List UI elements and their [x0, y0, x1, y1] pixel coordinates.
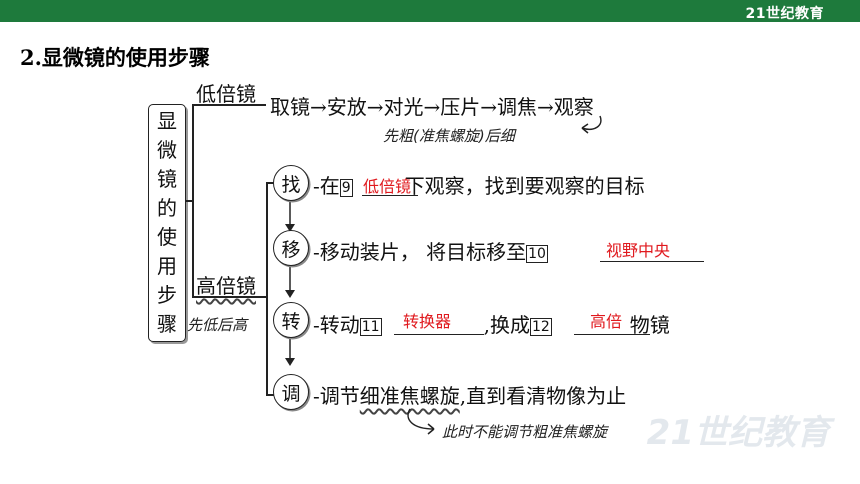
- high-power-label: 高倍镜: [196, 274, 256, 298]
- step-turn-middle: ,换成: [483, 313, 530, 337]
- curved-arrow-icon: [581, 115, 602, 134]
- blank-number: 10: [526, 244, 548, 263]
- root-box: 显 微 镜 的 使 用 步 骤: [148, 104, 186, 342]
- root-char: 步: [157, 283, 177, 307]
- header-bar: 21世纪教育: [0, 0, 860, 22]
- root-char: 微: [157, 138, 177, 162]
- root-char: 使: [157, 225, 177, 249]
- fine-focus-knob-text: 细准焦螺旋: [359, 384, 460, 408]
- step-find-circle: 找: [273, 165, 309, 201]
- bottom-note: 此时不能调节粗准焦螺旋: [442, 423, 608, 441]
- root-char: 镜: [157, 167, 177, 191]
- low-power-note: 先粗(准焦螺旋)后细: [383, 127, 515, 145]
- low-power-label: 低倍镜: [196, 82, 256, 106]
- watermark: 21世纪教育: [646, 413, 830, 453]
- step-move-circle: 移: [273, 230, 309, 266]
- connector-line: [192, 296, 266, 298]
- root-char: 骤: [157, 312, 177, 336]
- blank-number: 9: [339, 178, 353, 197]
- step-find-prefix: -在: [313, 174, 340, 198]
- step-adjust-circle: 调: [273, 374, 309, 410]
- connector-line: [266, 394, 274, 396]
- answer-high-power: 高倍: [590, 312, 623, 331]
- step-turn-circle: 转: [273, 302, 309, 338]
- step-adjust-suffix: ,直到看清物像为止: [459, 384, 627, 408]
- root-char: 用: [157, 254, 177, 278]
- connector-line: [266, 182, 274, 184]
- connector-line: [192, 104, 266, 106]
- root-char: 的: [157, 196, 177, 220]
- step-turn-prefix: -转动: [313, 313, 360, 337]
- answer-underline: [574, 334, 650, 335]
- root-char: 显: [157, 109, 177, 133]
- connector-line: [185, 200, 193, 202]
- step-arrows: [285, 200, 295, 366]
- answer-underline: [394, 334, 484, 335]
- brand-logo: 21世纪教育: [745, 6, 824, 22]
- low-power-flow: 取镜→安放→对光→压片→调焦→观察: [270, 95, 594, 119]
- page-title: 2.显微镜的使用步骤: [20, 45, 210, 70]
- answer-nosepiece: 转换器: [403, 312, 452, 331]
- answer-underline: [362, 195, 418, 196]
- connector-line: [192, 104, 194, 296]
- answer-field-center: 视野中央: [606, 241, 671, 260]
- blank-number: 11: [359, 317, 382, 336]
- answer-low-power: 低倍镜: [363, 177, 412, 196]
- step-adjust-prefix: -调节: [313, 384, 360, 408]
- step-find-suffix: 下观察，找到要观察的目标: [404, 174, 645, 198]
- high-power-note: 先低后高: [187, 316, 248, 334]
- step-adjust-text: -调节细准焦螺旋,直到看清物像为止: [313, 380, 626, 409]
- curved-arrow-icon: [407, 408, 435, 435]
- connector-line: [266, 182, 268, 394]
- answer-underline: [600, 261, 704, 262]
- blank-number: 12: [529, 317, 552, 336]
- step-move-prefix: -移动装片， 将目标移至: [313, 240, 527, 264]
- step-turn-suffix: 物镜: [629, 313, 670, 337]
